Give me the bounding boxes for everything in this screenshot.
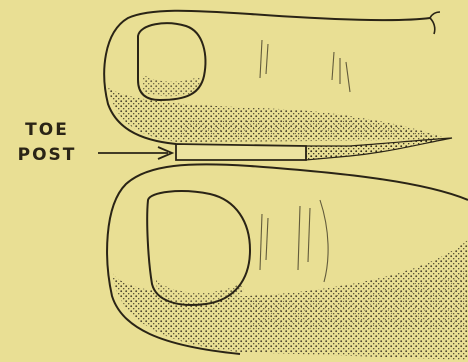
toe-post-label-line2: POST: [6, 143, 88, 168]
toe-post-label: TOE POST: [6, 118, 88, 168]
toe-post-label-line1: TOE: [6, 118, 88, 143]
upper-toe: [104, 11, 450, 144]
lower-toe: [107, 164, 468, 360]
pointer-arrow: [98, 147, 172, 159]
